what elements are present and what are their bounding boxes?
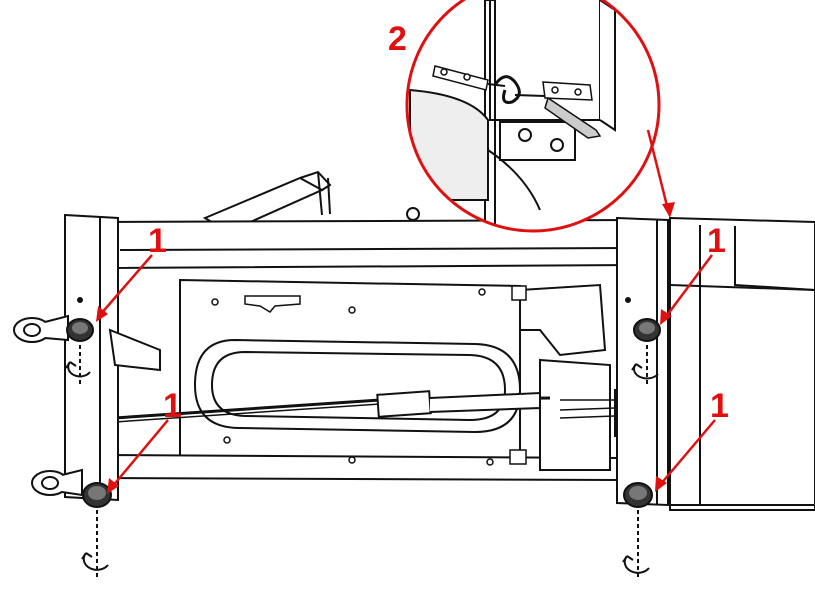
callout-arrow <box>663 254 714 319</box>
callout-arrow <box>111 419 169 488</box>
rotate-arrow-icon <box>81 510 109 578</box>
callout-number: 1 <box>163 387 182 425</box>
wire-connector-icon <box>487 75 546 104</box>
arrowhead <box>96 306 108 322</box>
leveling-foot-icon <box>66 318 94 342</box>
caster-wheel-icon <box>31 468 83 497</box>
leveling-foot-icon <box>82 482 112 508</box>
callout-number: 2 <box>388 20 407 58</box>
arrowhead <box>107 478 119 494</box>
base-frame <box>84 218 641 482</box>
rotate-arrow-icon <box>622 510 650 578</box>
callout-arrow <box>99 254 153 316</box>
rotate-arrow-icon <box>631 345 659 385</box>
deck-frame <box>669 216 815 511</box>
callout-arrow <box>659 419 716 486</box>
arrowhead <box>662 202 675 218</box>
callout-number: 1 <box>707 222 726 260</box>
arrowhead <box>655 476 667 492</box>
caster-wheel-icon <box>13 314 69 343</box>
callout-number: 1 <box>148 222 167 260</box>
callout-number: 1 <box>710 387 729 425</box>
detail-inset <box>405 0 661 233</box>
callout-arrow <box>646 129 670 211</box>
rotate-arrow-icon <box>65 345 91 385</box>
left-end-cap <box>64 213 161 502</box>
right-end-cap <box>616 216 669 507</box>
leveling-foot-icon <box>623 482 653 508</box>
leveling-foot-icon <box>633 318 661 342</box>
arrowhead <box>660 309 672 325</box>
